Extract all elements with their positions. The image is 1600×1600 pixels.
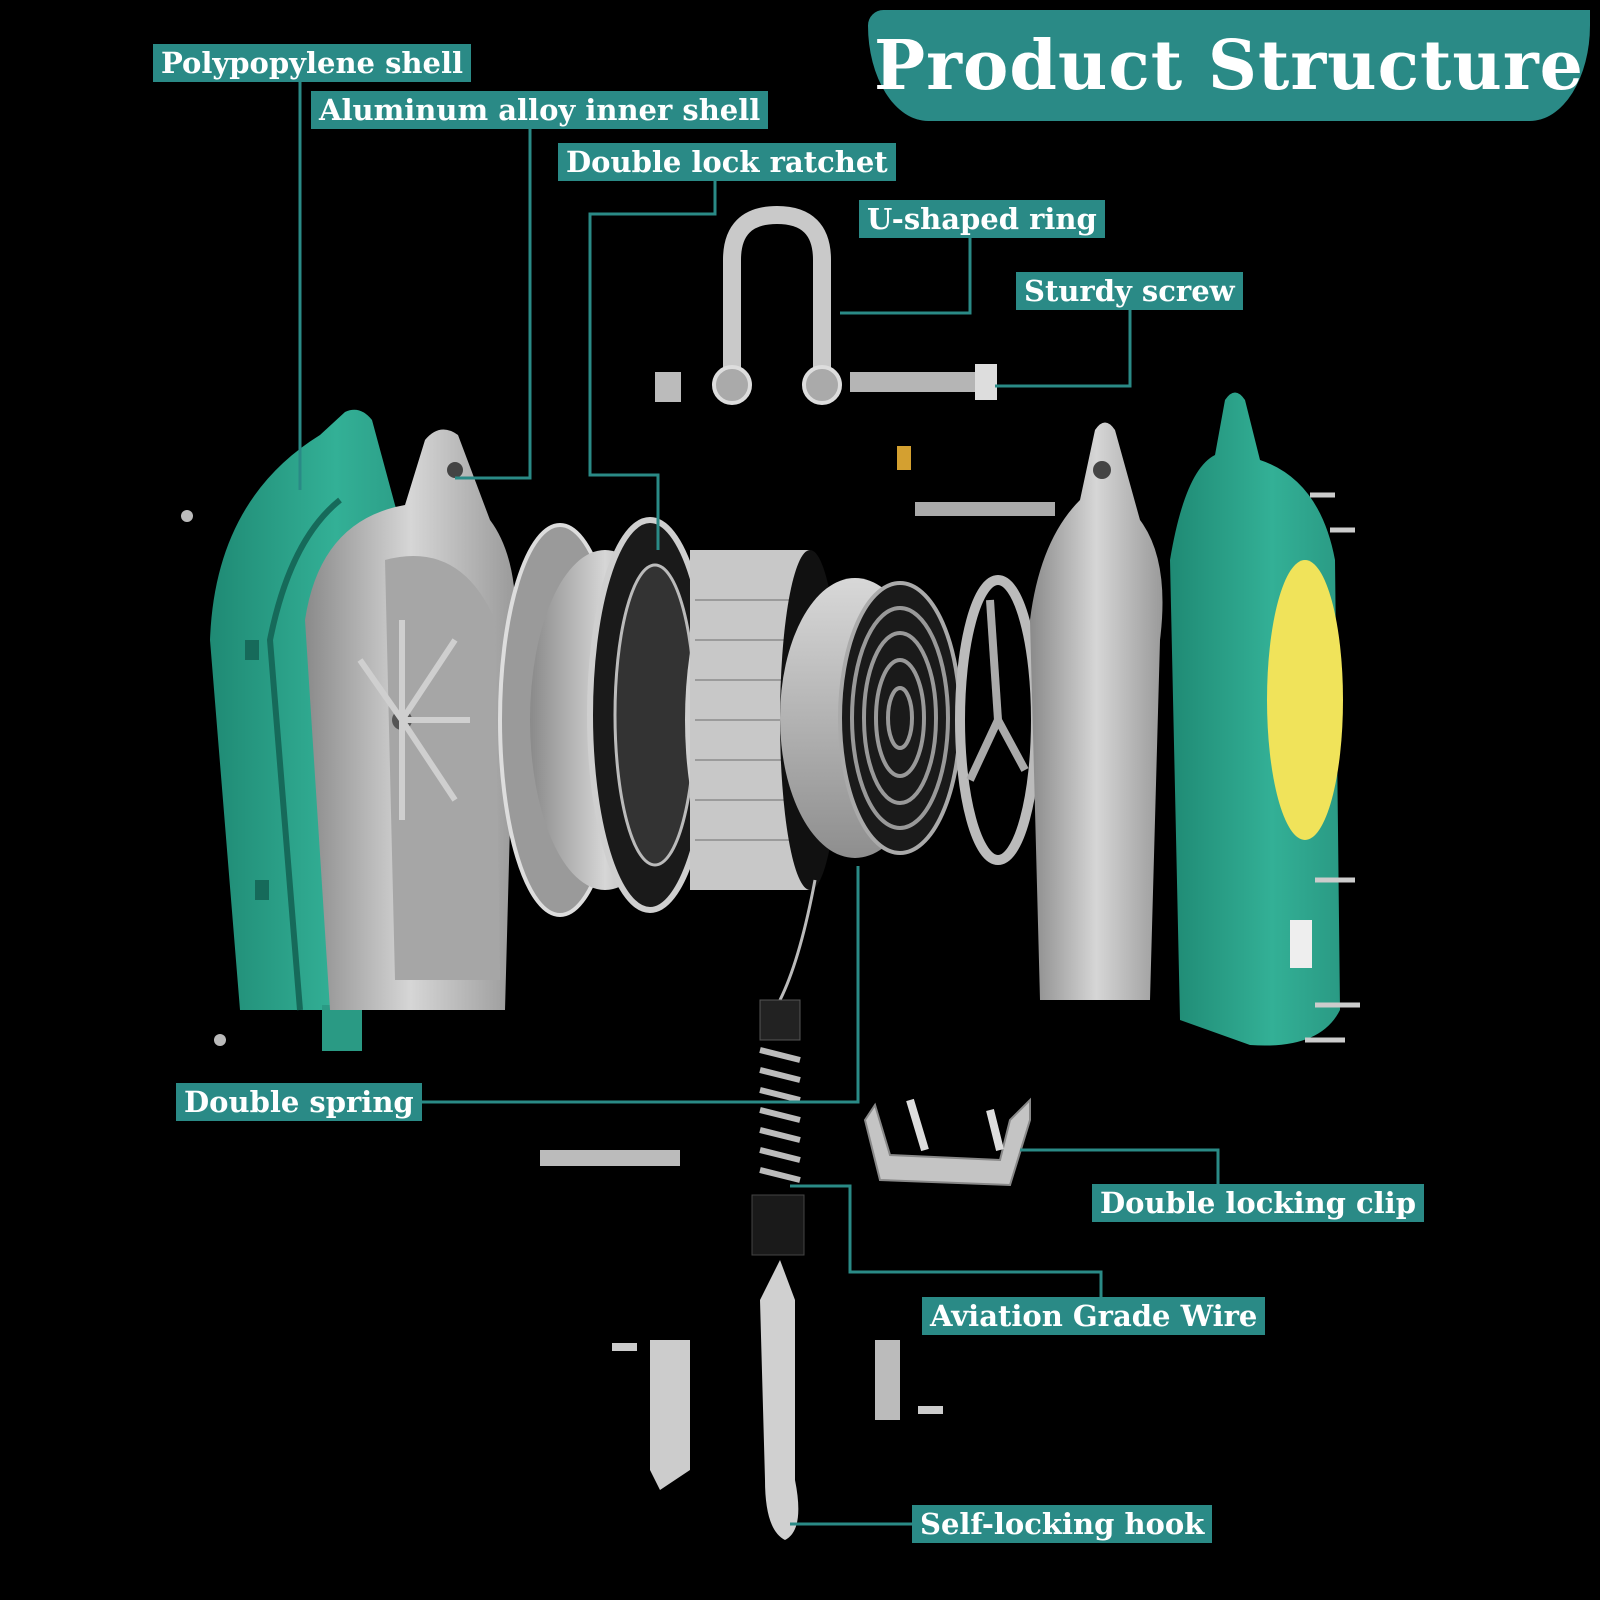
leader-sturdy-screw <box>995 310 1132 388</box>
double-lock-ratchet <box>498 517 713 917</box>
label-polypropylene-shell: Polypopylene shell <box>153 44 471 82</box>
label-double-lock-ratchet: Double lock ratchet <box>558 143 896 181</box>
label-aviation-grade-wire: Aviation Grade Wire <box>922 1297 1266 1335</box>
label-u-shaped-ring: U-shaped ring <box>859 200 1105 238</box>
leader-u-shaped-ring <box>840 238 972 315</box>
label-self-locking-hook: Self-locking hook <box>912 1505 1213 1543</box>
wire-spring-hook-assembly <box>540 879 943 1540</box>
double-locking-clip <box>863 1097 1031 1187</box>
label-double-spring: Double spring <box>176 1083 422 1121</box>
u-shaped-ring <box>655 205 842 405</box>
label-double-locking-clip: Double locking clip <box>1092 1184 1424 1222</box>
right-aluminum-inner-shell <box>1030 422 1163 1000</box>
right-polypropylene-shell <box>1170 392 1360 1046</box>
double-spring-coil <box>780 578 962 858</box>
leader-lines <box>298 82 1220 1526</box>
ratchet-wheel <box>955 575 1041 865</box>
leader-double-lock-ratchet <box>588 181 717 550</box>
title-banner: Product Structure <box>868 10 1590 121</box>
left-aluminum-inner-shell <box>305 429 516 1010</box>
leader-aviation-grade-wire <box>790 1184 1103 1311</box>
leader-double-spring <box>403 866 860 1104</box>
label-aluminum-inner-shell: Aluminum alloy inner shell <box>311 91 769 129</box>
leader-aluminum-inner-shell <box>455 128 532 480</box>
page-title: Product Structure <box>874 25 1584 106</box>
sturdy-screw <box>850 364 1055 516</box>
label-sturdy-screw: Sturdy screw <box>1016 272 1243 310</box>
